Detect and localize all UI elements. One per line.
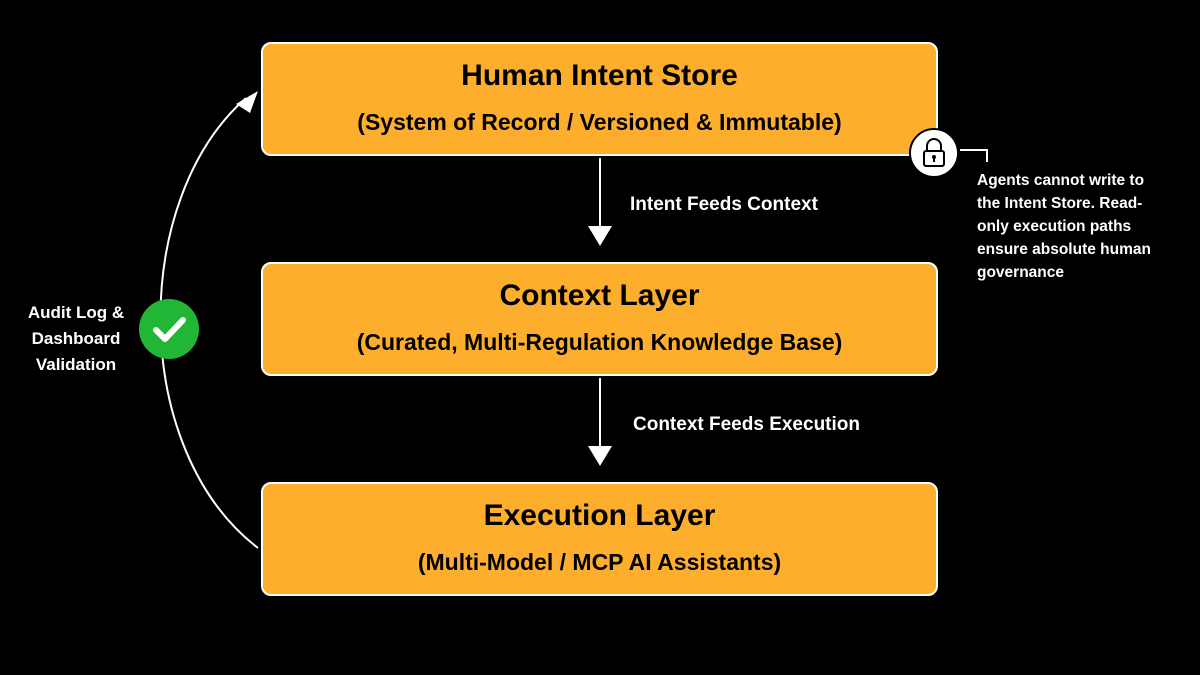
execution-layer-title: Execution Layer [483, 499, 716, 532]
feedback-loop-arrowhead [236, 91, 258, 113]
lock-icon [909, 128, 959, 178]
arrowhead-context-to-execution [588, 446, 612, 466]
context-layer-box: Context Layer (Curated, Multi-Regulation… [261, 262, 938, 376]
intent-store-title: Human Intent Store [461, 59, 738, 92]
human-intent-store-box: Human Intent Store (System of Record / V… [261, 42, 938, 156]
lock-note-line: the Intent Store. Read- [977, 195, 1143, 212]
checkmark-icon [139, 299, 199, 359]
lock-note-line: governance [977, 264, 1065, 281]
intent-store-subtitle: (System of Record / Versioned & Immutabl… [357, 109, 842, 135]
lock-note-text: Agents cannot write to the Intent Store.… [977, 169, 1192, 284]
execution-layer-box: Execution Layer (Multi-Model / MCP AI As… [261, 482, 938, 596]
lock-note-connector [960, 149, 988, 162]
lock-note-line: only execution paths [977, 218, 1132, 235]
intent-feeds-context-label: Intent Feeds Context [630, 194, 818, 215]
audit-log-label: Audit Log & Dashboard Validation [6, 300, 146, 378]
lock-note-line: ensure absolute human [977, 241, 1151, 258]
lock-note-line: Agents cannot write to [977, 172, 1145, 189]
audit-label-line: Audit Log & [27, 303, 125, 322]
audit-label-line: Dashboard [31, 329, 121, 348]
audit-label-line: Validation [35, 355, 117, 374]
context-layer-title: Context Layer [499, 279, 700, 312]
context-feeds-execution-label: Context Feeds Execution [633, 414, 860, 435]
execution-layer-subtitle: (Multi-Model / MCP AI Assistants) [417, 549, 782, 575]
arrowhead-intent-to-context [588, 226, 612, 246]
context-layer-subtitle: (Curated, Multi-Regulation Knowledge Bas… [356, 329, 843, 355]
